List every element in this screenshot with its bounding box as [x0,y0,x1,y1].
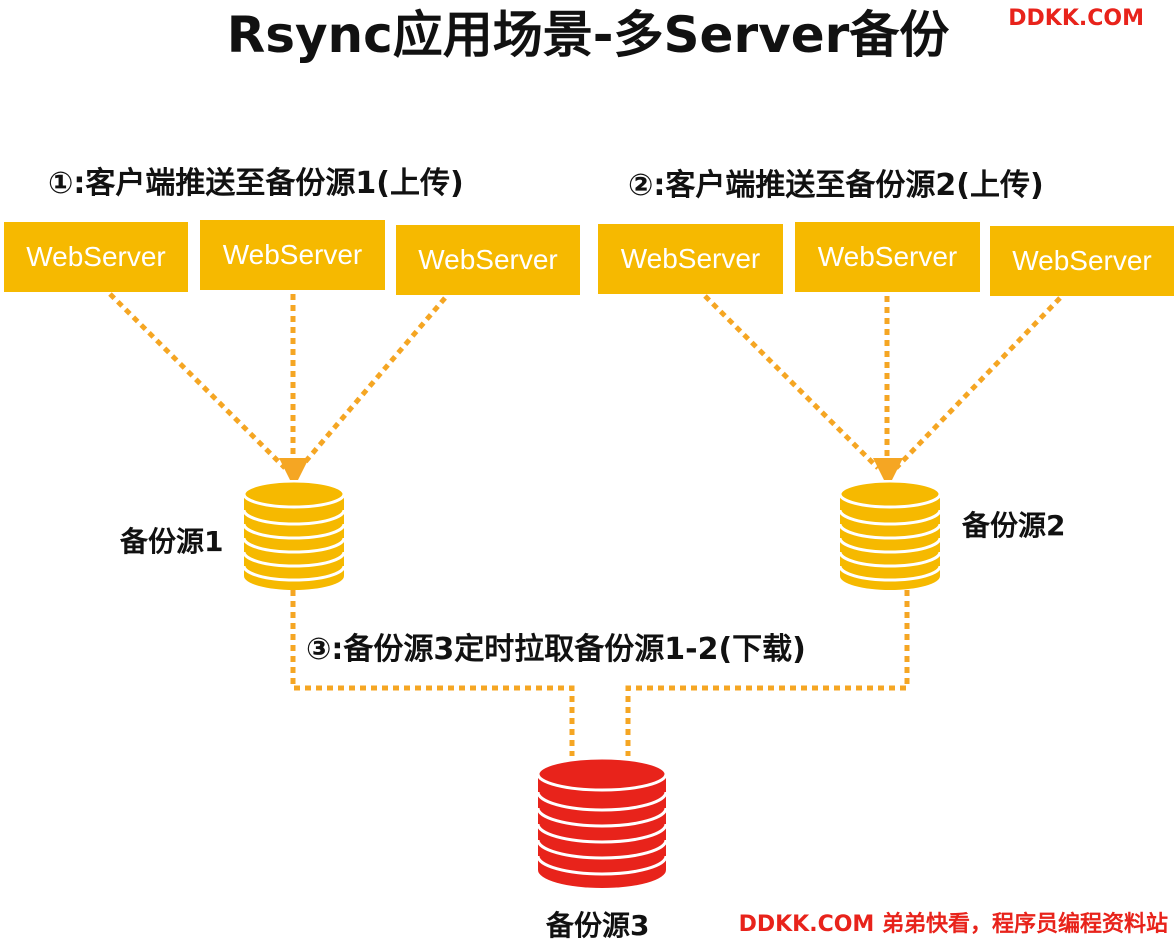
webserver-box-4: WebServer [598,224,783,294]
link-source1-to-source3 [290,590,575,756]
link-ws3-to-source1 [298,296,447,470]
webserver-label: WebServer [817,241,958,272]
webserver-label: WebServer [26,241,166,272]
webserver-box-3: WebServer [396,225,580,295]
webserver-box-6: WebServer [990,226,1174,296]
brand-watermark-top: DDKK.COM [1008,6,1144,31]
link-ws1-to-source1 [108,292,287,470]
webserver-box-2: WebServer [200,220,385,290]
step-3-label: ③:备份源3定时拉取备份源1-2(下载) [306,632,806,667]
webserver-box-5: WebServer [795,222,980,292]
webserver-label: WebServer [1012,245,1152,276]
arrowhead-source2 [873,458,903,488]
database-icon-source3 [536,756,668,888]
webserver-box-1: WebServer [4,222,188,292]
source-2-label: 备份源2 [962,509,1066,542]
database-icon-source1 [242,480,346,590]
source-3-label: 备份源3 [546,909,650,942]
brand-watermark-bottom: DDKK.COM 弟弟快看，程序员编程资料站 [738,912,1168,937]
database-icon-source2 [838,480,942,590]
webserver-label: WebServer [222,239,363,270]
arrowhead-source1 [279,458,309,488]
link-source2-to-source3 [625,590,910,756]
diagram-title: Rsync应用场景-多Server备份 [226,6,950,64]
link-ws6-to-source2 [894,296,1062,470]
webserver-label: WebServer [418,244,558,275]
webserver-label: WebServer [620,243,761,274]
step-2-label: ②:客户端推送至备份源2(上传) [628,168,1044,203]
source-1-label: 备份源1 [120,525,224,558]
step-1-label: ①:客户端推送至备份源1(上传) [48,166,464,201]
link-ws4-to-source2 [703,294,880,470]
